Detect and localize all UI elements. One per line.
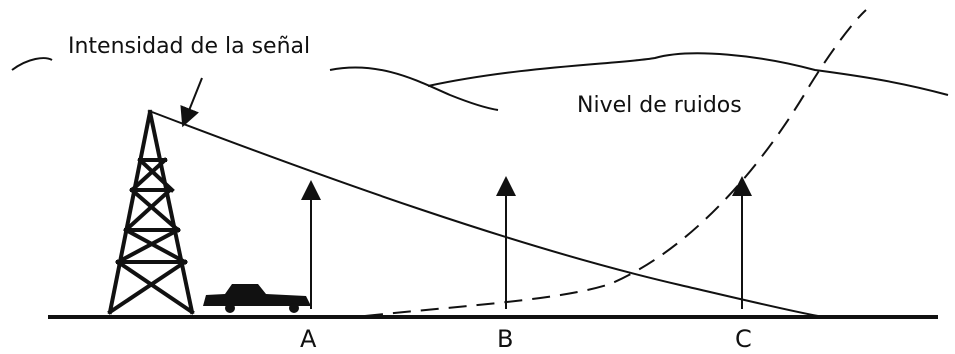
car-icon bbox=[203, 284, 311, 313]
signal-label-pointer bbox=[180, 77, 203, 128]
noise-level-label: Nivel de ruidos bbox=[577, 93, 742, 118]
point-label-c: C bbox=[735, 325, 752, 353]
signal-strength-curve bbox=[151, 111, 819, 317]
noise-contour-middle bbox=[329, 66, 499, 111]
point-label-a: A bbox=[300, 325, 317, 353]
noise-level-curve bbox=[364, 9, 867, 317]
radio-tower bbox=[107, 109, 195, 315]
point-label-b: B bbox=[497, 325, 513, 353]
signal-strength-label: Intensidad de la señal bbox=[68, 34, 310, 59]
noise-contour-left bbox=[11, 57, 53, 71]
noise-contour-right bbox=[427, 52, 949, 96]
